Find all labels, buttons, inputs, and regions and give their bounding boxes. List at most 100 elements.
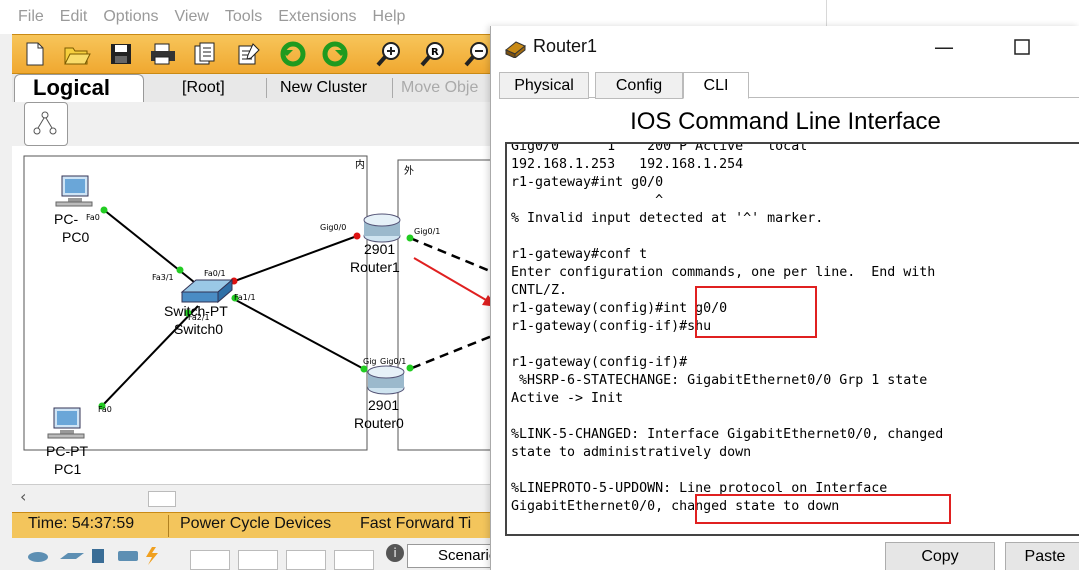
terminal-line: CNTL/Z. [511, 283, 568, 298]
redo-icon[interactable] [320, 39, 350, 69]
print-icon[interactable] [148, 39, 178, 69]
light-r0-g00 [360, 365, 368, 373]
custom-pdu-icon[interactable] [234, 39, 264, 69]
menu-options[interactable]: Options [103, 8, 159, 25]
device-item-3[interactable] [286, 550, 326, 570]
tab-cli[interactable]: CLI [683, 72, 749, 99]
terminal-line [511, 228, 943, 246]
terminal-line: state to administratively down [511, 445, 752, 460]
new-icon[interactable] [20, 39, 50, 69]
menu-view[interactable]: View [174, 8, 209, 25]
menu-tools[interactable]: Tools [224, 8, 263, 25]
device-item-4[interactable] [334, 550, 374, 570]
light-pc1 [98, 402, 106, 410]
terminal-line [511, 408, 943, 426]
save-icon[interactable] [106, 39, 136, 69]
zoom-reset-icon[interactable]: R [418, 39, 448, 69]
router0-name: Router0 [354, 415, 404, 431]
dialog-title: Router1 [533, 36, 598, 56]
switch0-name: Switch0 [174, 321, 223, 337]
pc0-icon [55, 175, 93, 207]
svg-text:R: R [431, 47, 439, 58]
terminal-line: Gig0/0 1 200 P Active local [511, 142, 808, 154]
cli-header: IOS Command Line Interface [630, 108, 941, 135]
undo-icon[interactable] [278, 39, 308, 69]
terminal-line: ^ [511, 193, 664, 208]
terminal-line: %LINEPROTO-5-UPDOWN: Line protocol on In… [511, 481, 888, 496]
navigation-view-icon[interactable] [24, 102, 68, 146]
light-r1-g01 [406, 234, 414, 242]
activity-wizard-icon[interactable] [190, 39, 220, 69]
terminal-output: Gig0/0 1 200 P Active local 192.168.1.253… [511, 142, 944, 516]
terminal-line: Enter configuration commands, one per li… [511, 265, 936, 280]
paste-button[interactable]: Paste [1005, 542, 1079, 570]
port-sw-fa1: Fa1/1 [234, 293, 256, 302]
cluster-inner [23, 155, 368, 451]
logical-tab[interactable]: Logical [14, 74, 144, 102]
dialog-tabs: Physical Config CLI [499, 70, 1079, 99]
router1-icon [363, 213, 401, 243]
open-icon[interactable] [62, 39, 92, 69]
scenario-label: Scenario [438, 547, 498, 564]
dialog-titlebar[interactable]: Router1 — [491, 26, 1079, 70]
port-r1-g00: Gig0/0 [320, 223, 346, 232]
device-category-icons[interactable] [26, 545, 176, 565]
scroll-left-icon[interactable]: ‹ [20, 487, 27, 506]
power-cycle-button[interactable]: Power Cycle Devices [180, 515, 332, 532]
router1-dialog: Router1 — Physical Config CLI IOS Comman… [490, 26, 1079, 570]
tab-physical[interactable]: Physical [499, 72, 589, 99]
scroll-thumb[interactable] [148, 491, 176, 507]
link-switch0-router0 [231, 297, 363, 369]
time-display: Time: 54:37:59 [28, 515, 135, 532]
maximize-icon [1014, 39, 1030, 55]
pc0-model: PC- [54, 211, 78, 227]
terminal-line: % Invalid input detected at '^' marker. [511, 211, 824, 226]
terminal-line: r1-gateway#conf t [511, 247, 648, 262]
menu-file[interactable]: File [18, 8, 44, 25]
cluster-outer-label: 外 [404, 165, 414, 177]
background-window-strip [826, 0, 1079, 26]
router-icon [505, 41, 526, 58]
highlight-box-int-shu [695, 286, 817, 338]
light-pc0 [100, 206, 108, 214]
menu-extensions[interactable]: Extensions [278, 8, 357, 25]
topology-canvas: 内 外 [23, 155, 503, 477]
logical-label: Logical [33, 75, 111, 100]
minimize-button[interactable]: — [934, 35, 954, 59]
copy-button[interactable]: Copy [885, 542, 995, 570]
light-sw-fa3 [176, 266, 184, 274]
fast-forward-button[interactable]: Fast Forward Ti [360, 515, 472, 532]
port-sw-fa2: Fa2/1 [188, 313, 210, 322]
menu-edit[interactable]: Edit [59, 8, 88, 25]
link-router0-outer [411, 330, 503, 370]
zoom-out-icon[interactable] [462, 39, 492, 69]
light-sw-fa1 [231, 294, 239, 302]
info-icon[interactable]: i [386, 544, 404, 562]
terminal-line: 192.168.1.253 192.168.1.254 [511, 157, 744, 172]
port-r0-g01: Gig0/1 [380, 357, 406, 366]
port-sw-fa0: Fa0/1 [204, 269, 226, 278]
cli-terminal[interactable]: Gig0/0 1 200 P Active local 192.168.1.253… [505, 142, 1079, 536]
tab-config[interactable]: Config [595, 72, 683, 99]
terminal-line: r1-gateway(config)#int g0/0 [511, 301, 728, 316]
terminal-line [511, 336, 943, 354]
maximize-button[interactable] [999, 32, 1045, 62]
move-object-button[interactable]: Move Obje [401, 79, 479, 96]
device-item-2[interactable] [238, 550, 278, 570]
zoom-in-icon[interactable] [374, 39, 404, 69]
cluster-inner-label: 内 [355, 158, 365, 171]
root-breadcrumb[interactable]: [Root] [182, 79, 225, 96]
menu-help[interactable]: Help [372, 8, 406, 25]
terminal-line: r1-gateway(config-if)#shu [511, 319, 712, 334]
terminal-line: %LINK-5-CHANGED: Interface GigabitEthern… [511, 427, 944, 442]
device-item-1[interactable] [190, 550, 230, 570]
terminal-line: r1-gateway(config-if)# [511, 355, 688, 370]
terminal-line: GigabitEthernet0/0, changed state to dow… [511, 499, 840, 514]
terminal-line [511, 462, 943, 480]
new-cluster-button[interactable]: New Cluster [280, 79, 368, 96]
port-sw-fa3: Fa3/1 [152, 273, 174, 282]
switch0-model: Switch-PT [164, 303, 228, 319]
port-pc1-fa0: Fa0 [98, 405, 112, 414]
port-r1-g01: Gig0/1 [414, 227, 440, 236]
pc1-icon [47, 407, 85, 439]
